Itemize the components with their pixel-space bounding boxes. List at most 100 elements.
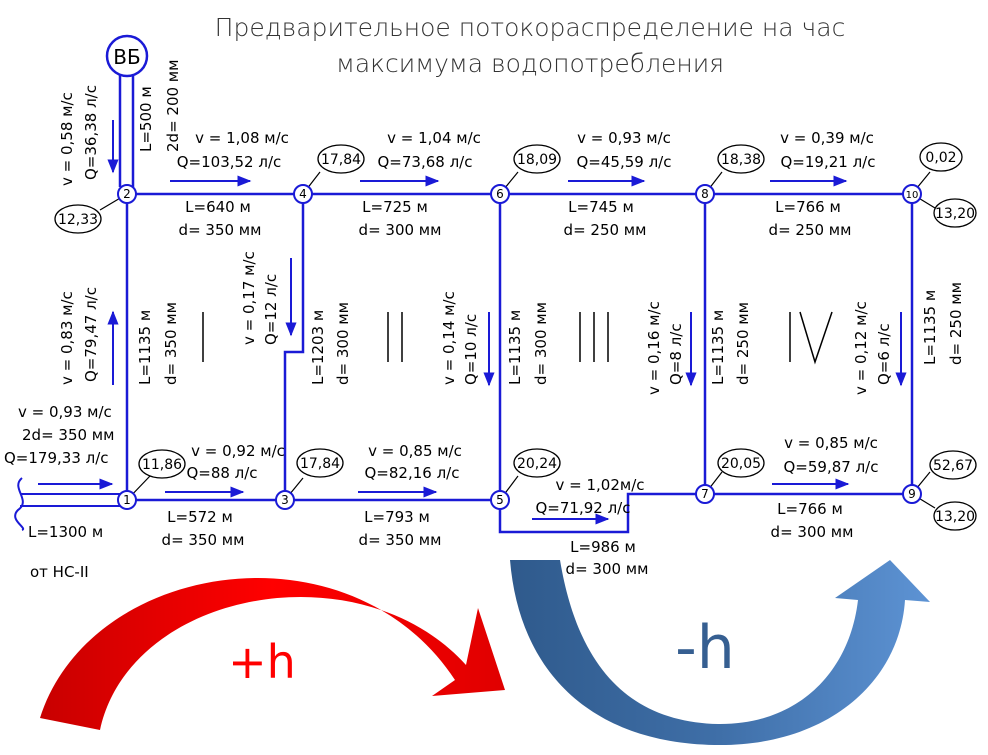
node-9-number: 9	[908, 487, 916, 501]
p5_7-diameter: d= 300 мм	[566, 560, 649, 578]
p6_5-velocity: v = 0,14 м/с	[440, 291, 458, 385]
p4_3-length: L=1203 м	[309, 310, 327, 385]
p1_2-flow: Q=79,47 л/с	[82, 287, 100, 382]
node-6-number: 6	[496, 187, 504, 201]
minus-h-arrow	[510, 560, 930, 745]
p4_3-flow: Q=12 л/с	[262, 274, 280, 345]
node-numbers: 1 2 3 4 5 6 7 8 9 10	[123, 187, 918, 507]
node-8-number: 8	[701, 187, 709, 201]
node-9	[902, 484, 922, 504]
p10_9-flow: Q=6 л/с	[875, 323, 893, 385]
tower-pipe-diameter: 2d= 200 мм	[164, 60, 182, 152]
p4_3-velocity: v = 0,17 м/с	[240, 251, 258, 345]
node-3	[275, 490, 295, 510]
p8_10-diameter: d= 250 мм	[769, 221, 852, 239]
ring-numerals	[202, 311, 833, 365]
node-7-number: 7	[701, 487, 709, 501]
p6_8-velocity: v = 0,93 м/с	[577, 129, 671, 147]
demand-bubbles	[54, 142, 977, 531]
node-6	[490, 184, 510, 204]
p3_5-length: L=793 м	[364, 508, 430, 526]
p10_9-velocity: v = 0,12 м/с	[852, 301, 870, 395]
extra-node-9: 13,20	[935, 509, 975, 525]
p4_6-length: L=725 м	[362, 198, 428, 216]
p2_4-flow: Q=103,52 л/с	[177, 153, 282, 171]
p6_8-length: L=745 м	[568, 198, 634, 216]
p8_10-length: L=766 м	[775, 198, 841, 216]
node-8	[695, 184, 715, 204]
plus-h-label: +h	[228, 635, 296, 689]
demand-node-9: 52,67	[933, 458, 973, 474]
p7_9-diameter: d= 300 мм	[771, 523, 854, 541]
vertical-pipe-labels: v = 0,83 м/с Q=79,47 л/с L=1135 м d= 350…	[58, 251, 965, 395]
p10_9-length: L=1135 м	[921, 290, 939, 365]
title-line-1: Предварительное потокораспределение на ч…	[215, 13, 846, 42]
p6_5-diameter: d= 300 мм	[532, 302, 550, 385]
p8_10-velocity: v = 0,39 м/с	[780, 129, 874, 147]
p2_4-length: L=640 м	[185, 198, 251, 216]
tower-pipe-length: L=500 м	[137, 86, 155, 152]
node-1-number: 1	[123, 493, 131, 507]
p4_6-flow: Q=73,68 л/с	[378, 153, 473, 171]
p1_3-flow: Q=88 л/с	[186, 464, 257, 482]
p8_7-diameter: d= 250 мм	[734, 302, 752, 385]
inlet-pipes	[14, 477, 120, 531]
p5_7-velocity: v = 1,02м/с	[556, 476, 645, 494]
inlet-labels: v = 0,93 м/с 2d= 350 мм Q=179,33 л/с L=1…	[4, 403, 114, 581]
extra-node-10: 13,20	[935, 206, 975, 222]
p6_8-flow: Q=45,59 л/с	[577, 153, 672, 171]
water-tower-label: ВБ	[113, 45, 140, 69]
p4_6-diameter: d= 300 мм	[359, 221, 442, 239]
node-circles	[117, 184, 922, 510]
demand-node-4: 17,84	[321, 152, 361, 168]
p6_5-length: L=1135 м	[506, 310, 524, 385]
node-7	[695, 484, 715, 504]
demand-node-5: 20,24	[517, 456, 557, 472]
p10_9-diameter: d= 250 мм	[947, 282, 965, 365]
p6_5-flow: Q=10 л/с	[462, 314, 480, 385]
p5_7-length: L=986 м	[570, 538, 636, 556]
p2_4-velocity: v = 1,08 м/с	[195, 129, 289, 147]
node-5-number: 5	[496, 493, 504, 507]
pipe-network	[118, 74, 914, 534]
p5_7-flow: Q=71,92 л/с	[536, 499, 631, 517]
p7_9-length: L=766 м	[777, 500, 843, 518]
tower-flow-rate: Q=36,38 л/с	[82, 85, 100, 180]
demand-node-6: 18,09	[517, 152, 557, 168]
p1_3-velocity: v = 0,92 м/с	[191, 442, 285, 460]
p8_7-flow: Q=8 л/с	[667, 323, 685, 385]
demand-values: 12,33 11,86 17,84 17,84 18,09 20,24 20,0…	[58, 150, 975, 525]
demand-node-1: 11,86	[142, 457, 182, 473]
ring-III	[579, 312, 609, 362]
node-2	[117, 184, 137, 204]
p4_6-velocity: v = 1,04 м/с	[387, 129, 481, 147]
p8_7-velocity: v = 0,16 м/с	[645, 301, 663, 395]
p4_3-diameter: d= 300 мм	[334, 302, 352, 385]
demand-node-3: 17,84	[300, 456, 340, 472]
flow-arrows	[38, 120, 907, 525]
node-10	[902, 184, 922, 204]
p2_4-diameter: d= 350 мм	[179, 221, 262, 239]
ring-IV	[789, 311, 833, 365]
inlet-length: L=1300 м	[28, 523, 103, 541]
p1_2-length: L=1135 м	[136, 310, 154, 385]
node-4-number: 4	[299, 187, 307, 201]
p7_9-velocity: v = 0,85 м/с	[784, 434, 878, 452]
p7_9-flow: Q=59,87 л/с	[784, 458, 879, 476]
node-4	[293, 184, 313, 204]
demand-node-8: 18,38	[721, 152, 761, 168]
node-5	[490, 490, 510, 510]
node-10-number: 10	[906, 190, 919, 201]
water-tower: ВБ	[105, 34, 149, 78]
p1_3-length: L=572 м	[167, 508, 233, 526]
node-3-number: 3	[281, 493, 289, 507]
plus-h-arrow	[40, 577, 505, 730]
inlet-velocity: v = 0,93 м/с	[18, 403, 112, 421]
p3_5-flow: Q=82,16 л/с	[365, 464, 460, 482]
node-1	[117, 490, 137, 510]
inlet-source: от НС-II	[30, 563, 89, 581]
p1_2-velocity: v = 0,83 м/с	[58, 291, 76, 385]
p6_8-diameter: d= 250 мм	[564, 221, 647, 239]
p8_10-flow: Q=19,21 л/с	[781, 153, 876, 171]
